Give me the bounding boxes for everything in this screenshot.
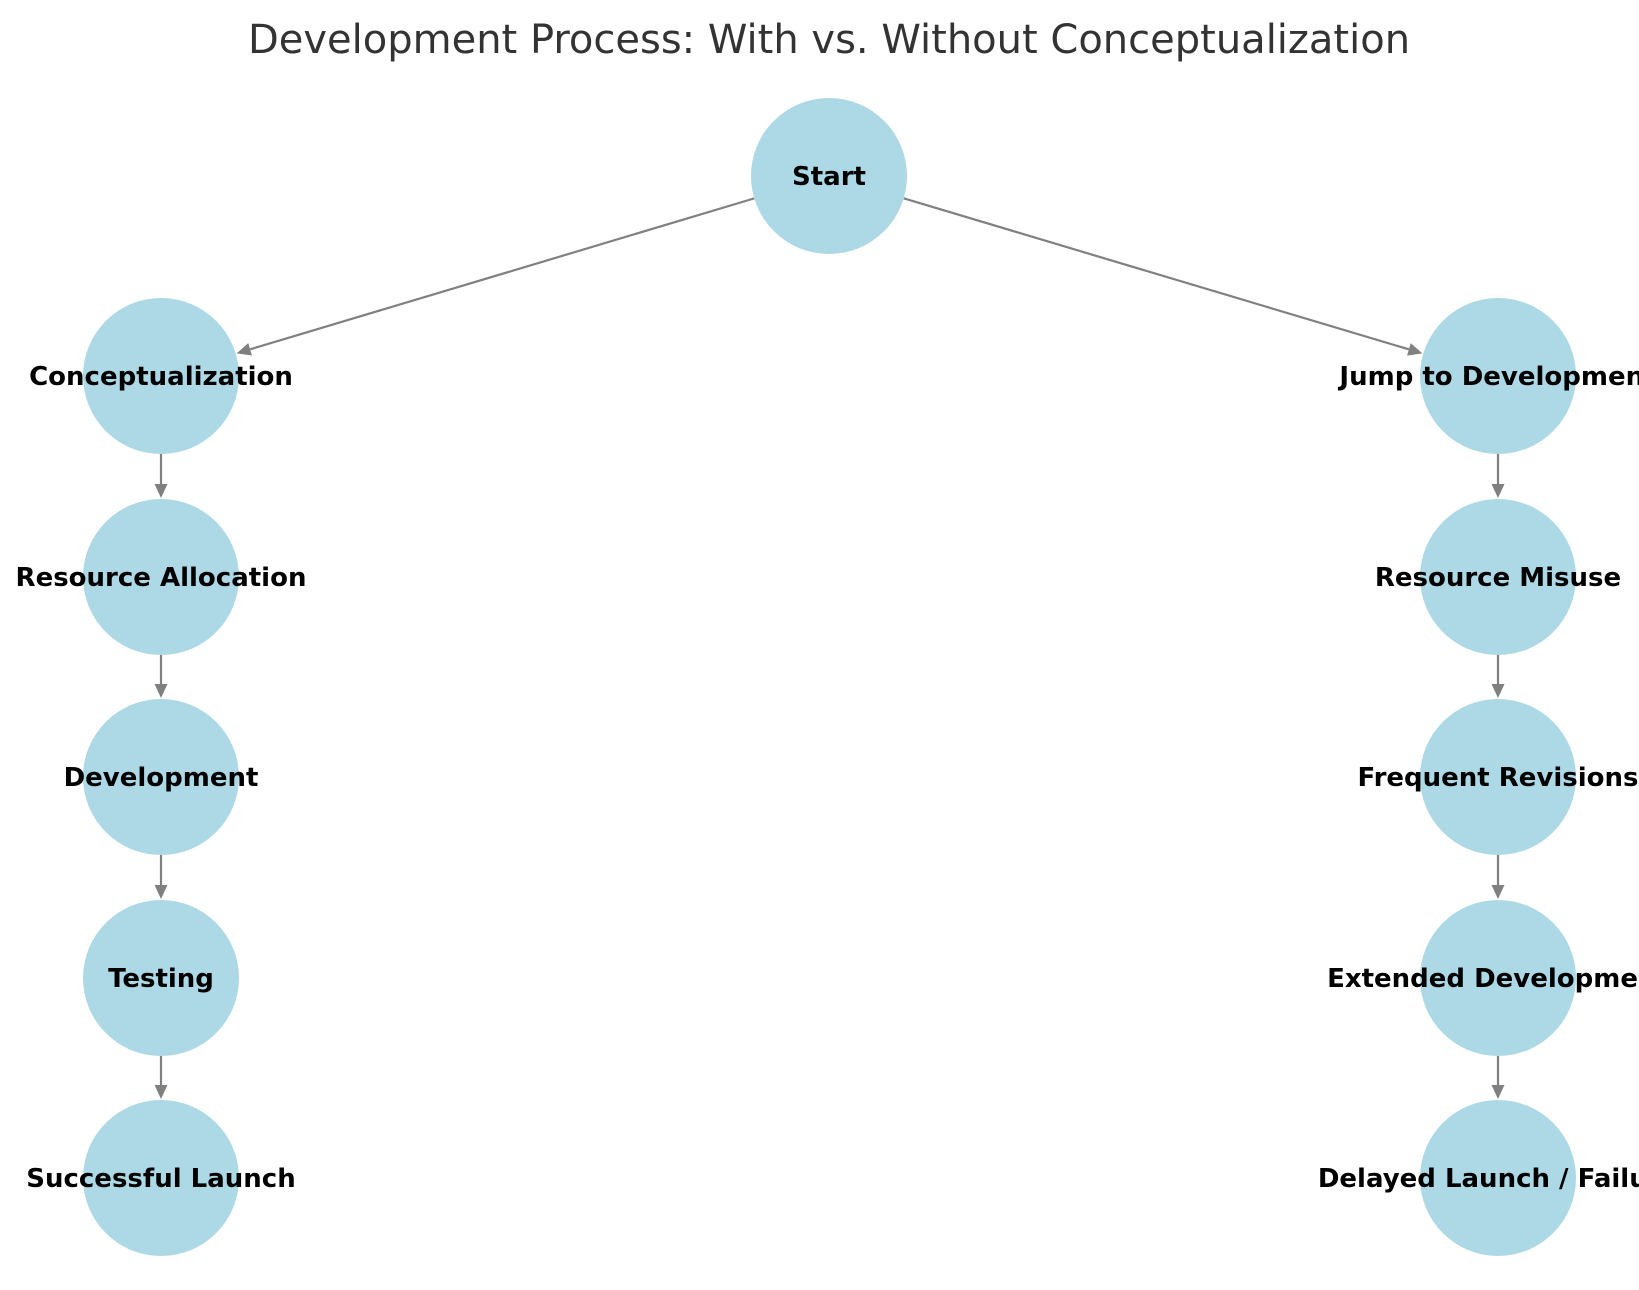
node-circle: [1420, 900, 1576, 1056]
node-resource-misuse: Resource Misuse: [1375, 499, 1621, 655]
node-testing: Testing: [83, 900, 239, 1056]
edge-start-to-conceptualization: [236, 197, 755, 356]
node-resource-allocation: Resource Allocation: [16, 499, 307, 655]
node-circle: [83, 699, 239, 855]
arrowhead-icon: [1407, 343, 1423, 356]
edge-testing-to-successful-launch: [154, 1056, 168, 1099]
node-circle: [1420, 298, 1576, 454]
node-label: Successful Launch: [26, 1164, 295, 1194]
arrowhead-icon: [1491, 684, 1505, 698]
node-circle: [83, 499, 239, 655]
arrowhead-icon: [1491, 484, 1505, 498]
node-development: Development: [64, 699, 259, 855]
node-successful-launch: Successful Launch: [26, 1100, 296, 1256]
node-label: Jump to Development: [1337, 362, 1639, 392]
node-label: Resource Misuse: [1375, 563, 1621, 593]
node-label: Development: [64, 763, 259, 793]
node-circle: [83, 900, 239, 1056]
edges-layer: [154, 197, 1505, 1099]
node-label: Extended Development: [1327, 964, 1639, 994]
node-frequent-revisions: Frequent Revisions: [1357, 699, 1639, 855]
node-circle: [751, 98, 907, 254]
node-circle: [83, 1100, 239, 1256]
node-circle: [83, 298, 239, 454]
edge-conceptualization-to-resource-allocation: [154, 454, 168, 498]
arrowhead-icon: [154, 684, 168, 698]
edge-resource-misuse-to-frequent-revisions: [1491, 655, 1505, 698]
node-label: Testing: [108, 964, 214, 994]
node-conceptualization: Conceptualization: [29, 298, 293, 454]
arrowhead-icon: [154, 1085, 168, 1099]
node-circle: [1420, 699, 1576, 855]
diagram-title: Development Process: With vs. Without Co…: [248, 17, 1410, 63]
edge-resource-allocation-to-development: [154, 655, 168, 698]
arrowhead-icon: [1491, 885, 1505, 899]
arrowhead-icon: [154, 885, 168, 899]
arrowhead-icon: [236, 343, 252, 356]
node-label: Conceptualization: [29, 362, 293, 392]
node-delayed-launch-failure: Delayed Launch / Failure: [1318, 1100, 1639, 1256]
edge-start-to-jump-to-development: [903, 197, 1423, 356]
node-label: Resource Allocation: [16, 563, 307, 593]
node-start: Start: [751, 98, 907, 254]
edge-frequent-revisions-to-extended-development: [1491, 855, 1505, 899]
edge-jump-to-development-to-resource-misuse: [1491, 454, 1505, 498]
node-label: Frequent Revisions: [1357, 763, 1638, 793]
node-circle: [1420, 1100, 1576, 1256]
edge-extended-development-to-delayed-launch-failure: [1491, 1056, 1505, 1099]
edge-development-to-testing: [154, 855, 168, 899]
arrowhead-icon: [1491, 1085, 1505, 1099]
node-circle: [1420, 499, 1576, 655]
edge-line: [903, 197, 1410, 351]
edge-line: [249, 197, 755, 351]
node-jump-to-development: Jump to Development: [1337, 298, 1639, 454]
arrowhead-icon: [154, 484, 168, 498]
node-label: Start: [792, 162, 866, 192]
node-label: Delayed Launch / Failure: [1318, 1164, 1639, 1194]
node-extended-development: Extended Development: [1327, 900, 1639, 1056]
